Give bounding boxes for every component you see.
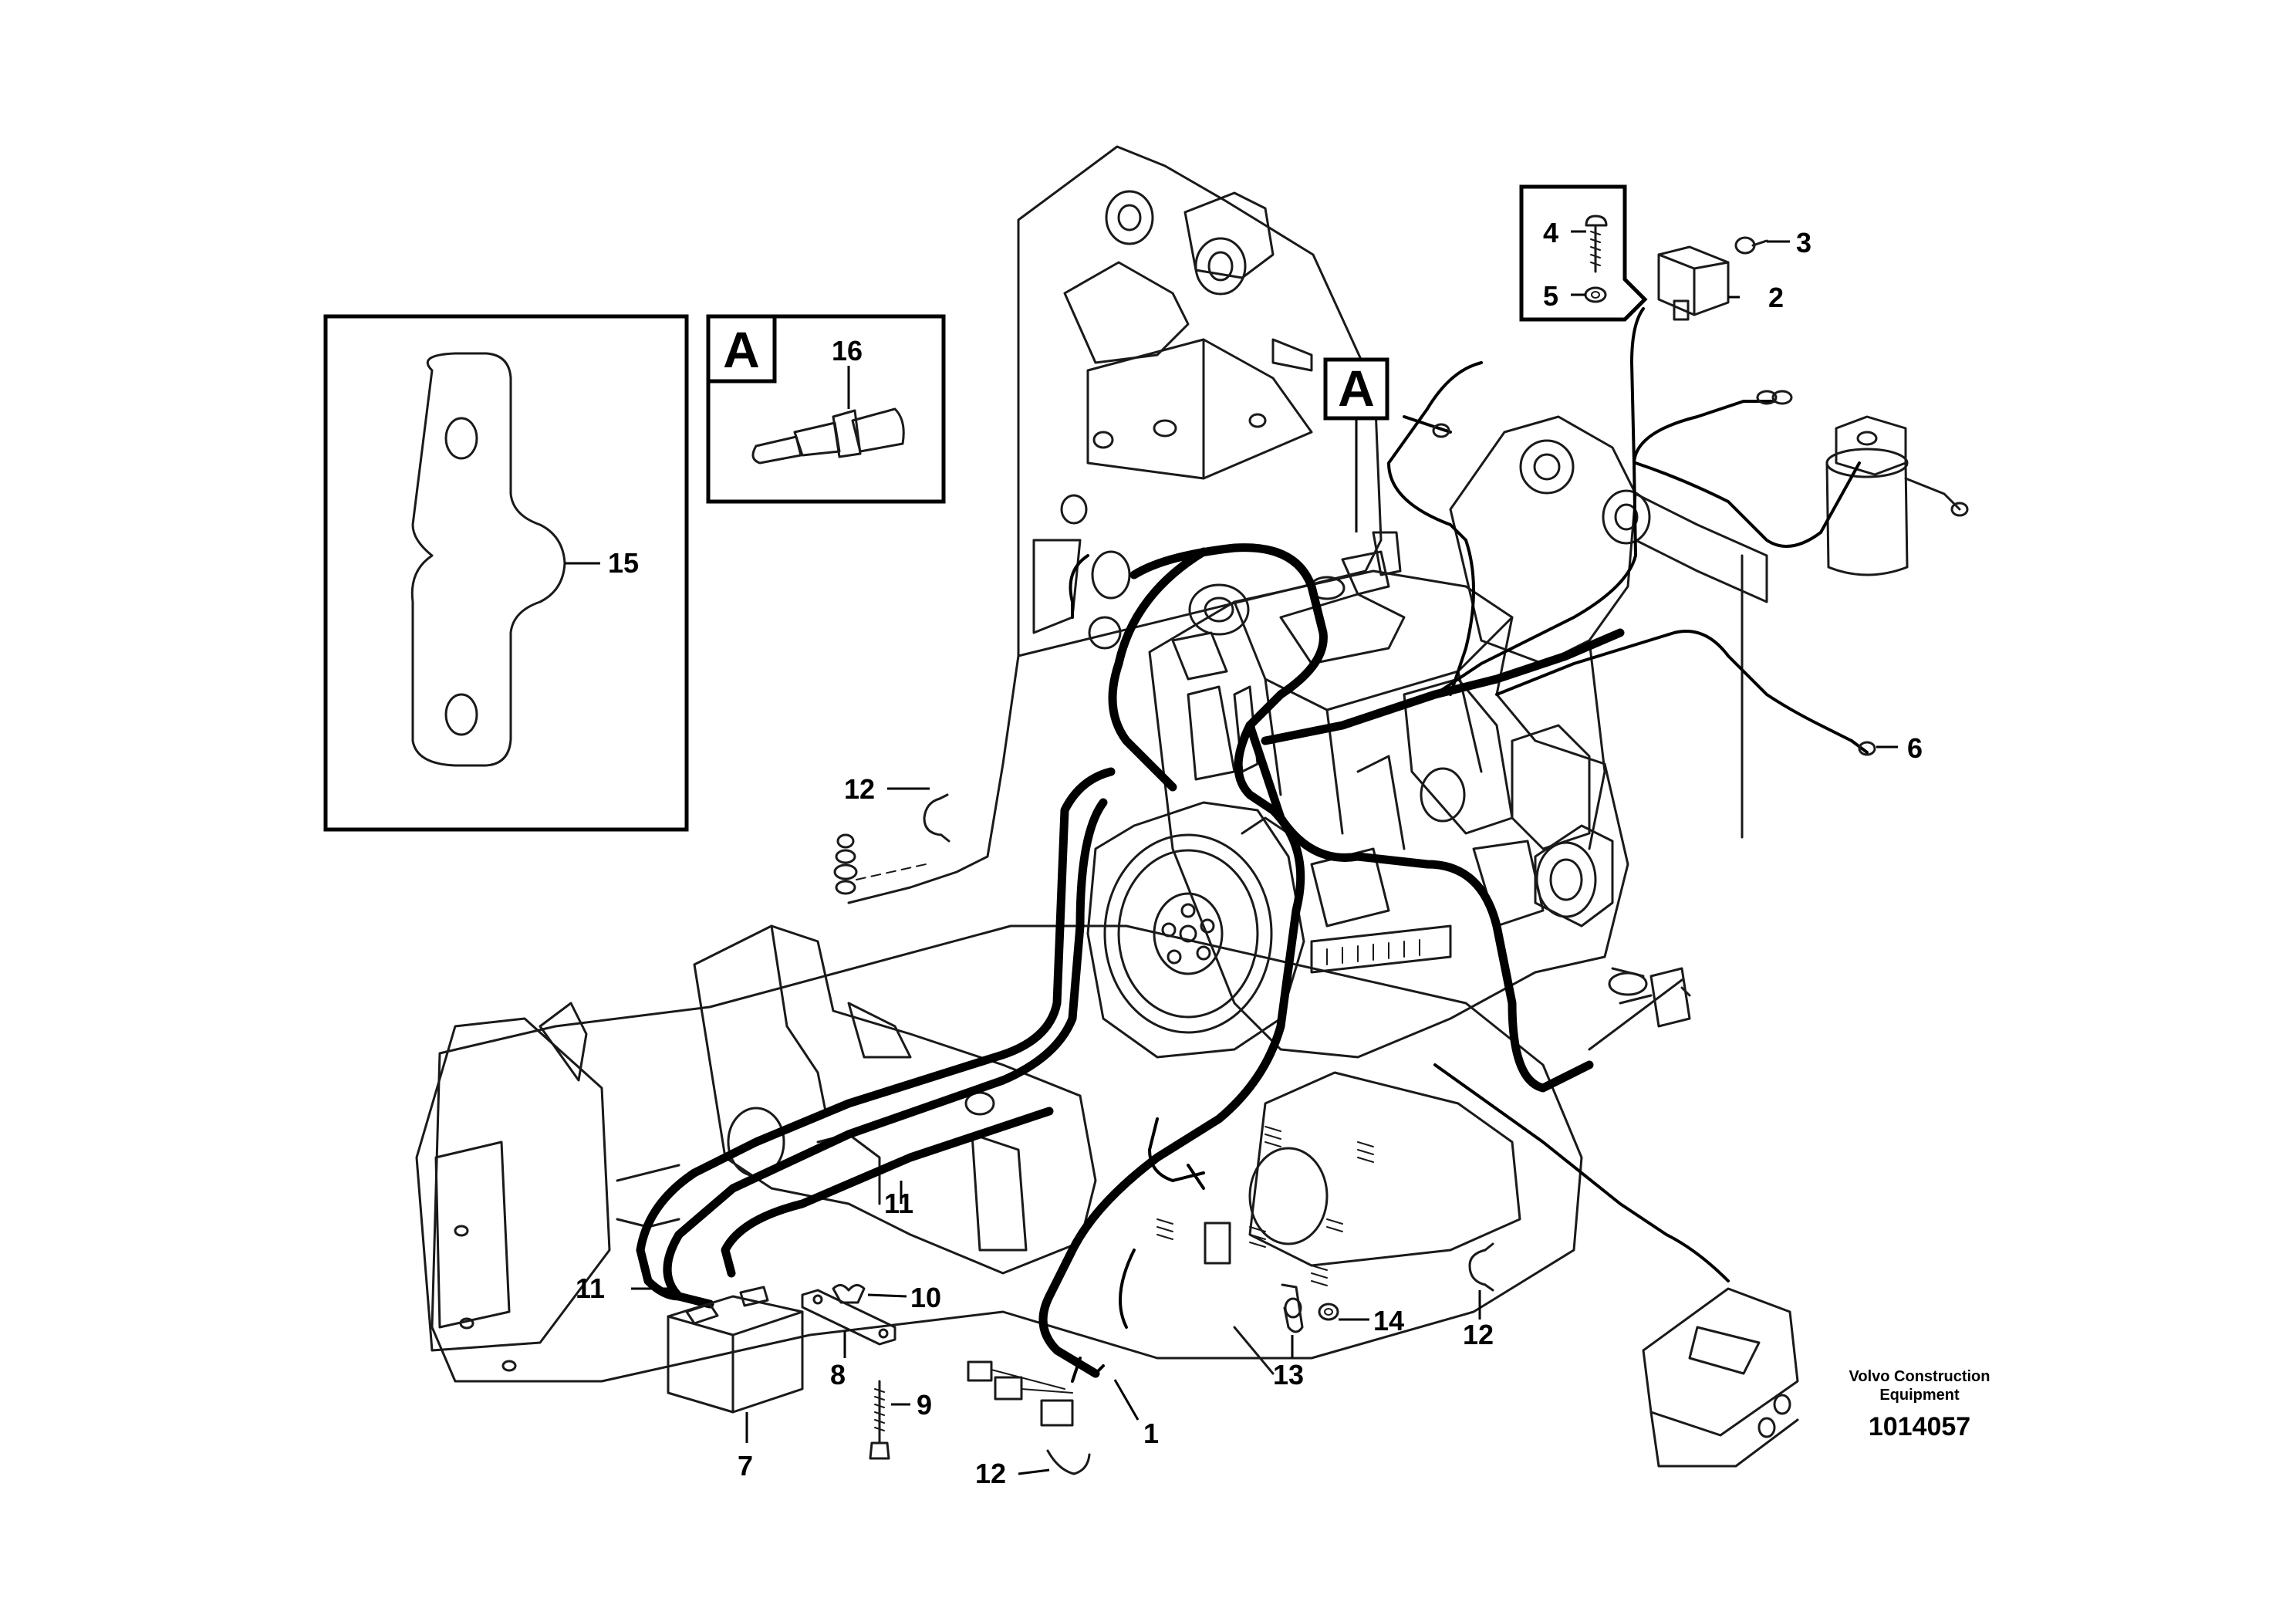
wires (1069, 307, 1876, 1383)
callout-12-right: 12 (1463, 1319, 1494, 1350)
bracket-hole-bottom (444, 693, 478, 736)
credit-line-2: Equipment (1879, 1387, 1960, 1404)
spacer-block (1204, 1222, 1231, 1265)
document-number: 1014057 (1869, 1412, 1970, 1441)
rear-chassis (430, 924, 1583, 1383)
wing-nut-10 (832, 1284, 866, 1304)
engine (1148, 531, 1629, 1059)
cable-clip-13 (1281, 1283, 1304, 1333)
left-lift-tower (1017, 145, 1383, 657)
relay-2 (1657, 245, 1730, 321)
callout-10: 10 (910, 1282, 941, 1313)
bolt-9 (869, 1380, 890, 1460)
clip-12-right (1468, 1242, 1494, 1292)
inset-relay (1519, 184, 1648, 322)
detail-a-main-marker-letter: A (1338, 360, 1375, 417)
callout-2: 2 (1768, 282, 1784, 313)
credit-line-1: Volvo Construction (1849, 1368, 1990, 1385)
callout-8: 8 (830, 1359, 846, 1391)
nut-14 (1318, 1303, 1339, 1321)
fuel-filter (1825, 415, 1969, 576)
right-lift-tower (1449, 415, 1637, 665)
clip-12-lower (1046, 1449, 1091, 1475)
floor-plate (1248, 1071, 1521, 1267)
control-module (1642, 1287, 1799, 1468)
battery-cable-11 (636, 767, 1116, 1301)
callout-12-lower: 12 (975, 1458, 1006, 1489)
callout-5: 5 (1543, 280, 1558, 312)
connector-block (1588, 967, 1691, 1051)
callout-3: 3 (1796, 227, 1811, 259)
callout-13: 13 (1273, 1359, 1304, 1391)
flywheel (1086, 801, 1305, 1059)
callout-16: 16 (832, 335, 863, 367)
bracket-hole-top (444, 417, 478, 460)
callout-4: 4 (1543, 217, 1558, 248)
battery-7 (667, 1286, 804, 1414)
detail-a-marker-letter: A (723, 321, 760, 378)
callout-14: 14 (1373, 1305, 1404, 1336)
bolt-4 (1585, 215, 1608, 273)
inset-frame-detail-a (706, 314, 946, 504)
oil-filter (1534, 824, 1614, 928)
callout-15: 15 (608, 547, 639, 579)
harness-connectors (967, 1360, 1074, 1427)
screw-3 (1734, 236, 1768, 255)
loader-frame (415, 145, 1768, 1383)
washer-stack (833, 833, 927, 895)
callout-11-upper: 11 (884, 1188, 913, 1219)
engine-block (1148, 569, 1629, 1059)
callout-6: 6 (1907, 732, 1923, 764)
wiring-harness-1 (663, 543, 1625, 1378)
callout-11-lower: 11 (576, 1272, 605, 1304)
callout-leaders (565, 230, 1898, 1475)
clip-12-upper (923, 793, 950, 843)
clamp-plate-8 (801, 1289, 896, 1346)
inset-detail-a: A (706, 314, 946, 504)
callout-1: 1 (1143, 1418, 1159, 1449)
inset-frame-relay (1519, 184, 1648, 322)
inset-frame-bracket (323, 314, 689, 832)
callout-9: 9 (917, 1389, 932, 1421)
mid-bracket-plate (693, 924, 1097, 1275)
detail-a-marker-box (706, 314, 777, 384)
callout-7: 7 (738, 1450, 753, 1482)
bracket-plate (410, 352, 566, 767)
inset-bracket-15 (323, 314, 689, 832)
callout-12-upper: 12 (844, 773, 875, 805)
temperature-sensor-16 (751, 407, 905, 465)
